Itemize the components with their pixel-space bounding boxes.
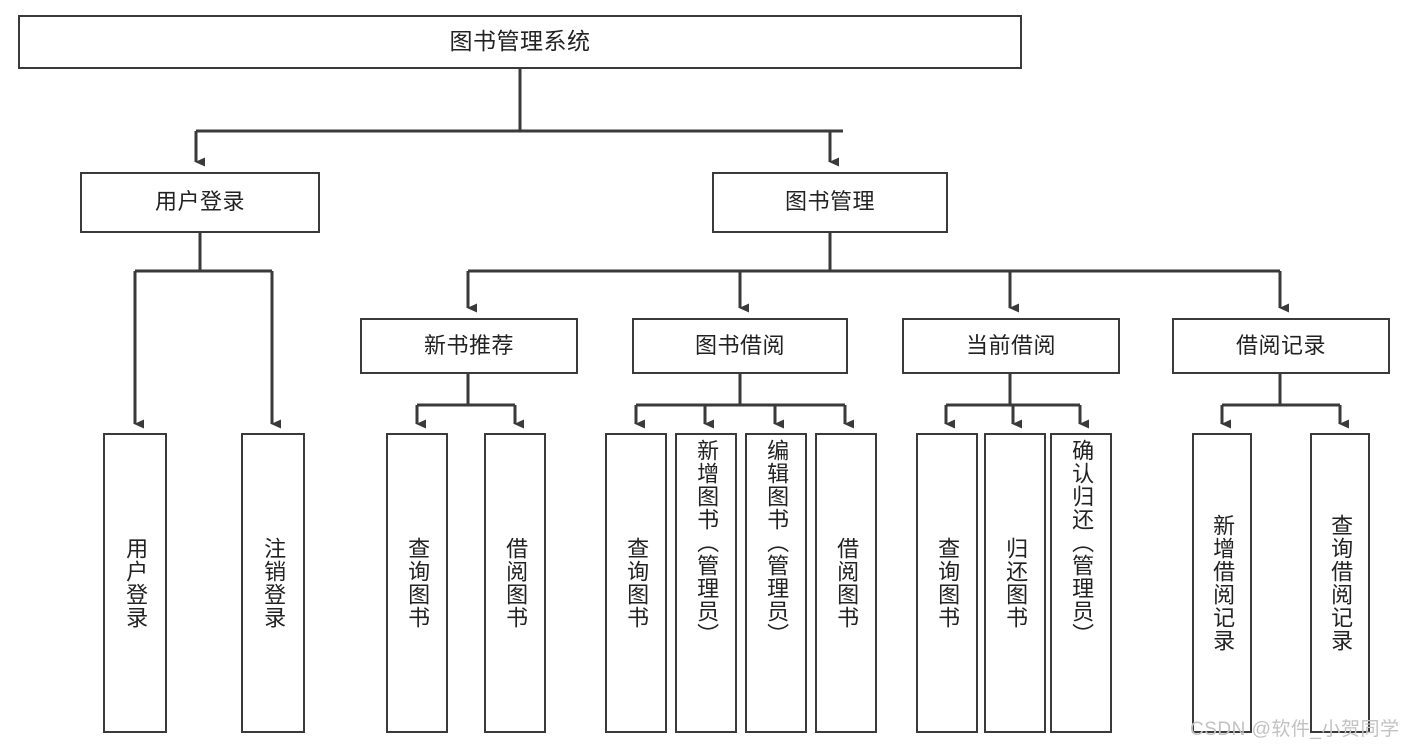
node-label: 查询借阅记录 [1328,514,1354,652]
node-book-management[interactable]: 图书管理 [712,172,948,233]
node-label: 注销登录 [261,537,287,629]
node-leaf-logout[interactable]: 注销登录 [241,433,305,733]
node-leaf-query-borrow-record[interactable]: 查询借阅记录 [1310,433,1370,733]
node-label: 新增图书（管理员） [694,439,720,646]
node-new-book-recommend[interactable]: 新书推荐 [360,318,578,374]
node-leaf-return-book[interactable]: 归还图书 [984,433,1046,733]
node-leaf-confirm-return-admin[interactable]: 确认归还（管理员） [1050,433,1112,733]
node-label: 新增借阅记录 [1210,514,1236,652]
node-label: 归还图书 [1003,537,1029,629]
node-label: 图书管理系统 [449,28,591,55]
node-label: 用户登录 [123,537,149,629]
node-label: 确认归还（管理员） [1069,439,1095,646]
node-leaf-add-book-admin[interactable]: 新增图书（管理员） [675,433,737,733]
node-root-library-system[interactable]: 图书管理系统 [18,15,1022,69]
node-leaf-edit-book-admin[interactable]: 编辑图书（管理员） [745,433,807,733]
node-label: 图书借阅 [694,332,785,358]
node-leaf-add-borrow-record[interactable]: 新增借阅记录 [1192,433,1252,733]
node-label: 借阅记录 [1235,332,1326,358]
node-book-borrow[interactable]: 图书借阅 [632,318,848,374]
node-leaf-user-login[interactable]: 用户登录 [103,433,167,733]
node-label: 编辑图书（管理员） [764,439,790,646]
node-current-borrow[interactable]: 当前借阅 [902,318,1120,374]
node-borrow-record[interactable]: 借阅记录 [1172,318,1390,374]
node-leaf-borrow-book-borrow[interactable]: 借阅图书 [815,433,877,733]
node-label: 查询图书 [624,537,650,629]
node-label: 查询图书 [405,537,431,629]
node-label: 查询图书 [935,537,961,629]
node-label: 图书管理 [784,189,875,215]
node-leaf-query-book-current[interactable]: 查询图书 [916,433,978,733]
node-label: 借阅图书 [503,537,529,629]
node-leaf-query-book-borrow[interactable]: 查询图书 [605,433,667,733]
node-user-login[interactable]: 用户登录 [80,172,320,233]
node-label: 借阅图书 [834,537,860,629]
csdn-watermark: CSDN @软件_小贺同学 [1190,719,1400,740]
node-label: 用户登录 [154,189,245,215]
node-leaf-borrow-book-newbook[interactable]: 借阅图书 [484,433,546,733]
node-label: 新书推荐 [423,332,514,358]
node-label: 当前借阅 [965,332,1056,358]
node-leaf-query-book-newbook[interactable]: 查询图书 [386,433,448,733]
